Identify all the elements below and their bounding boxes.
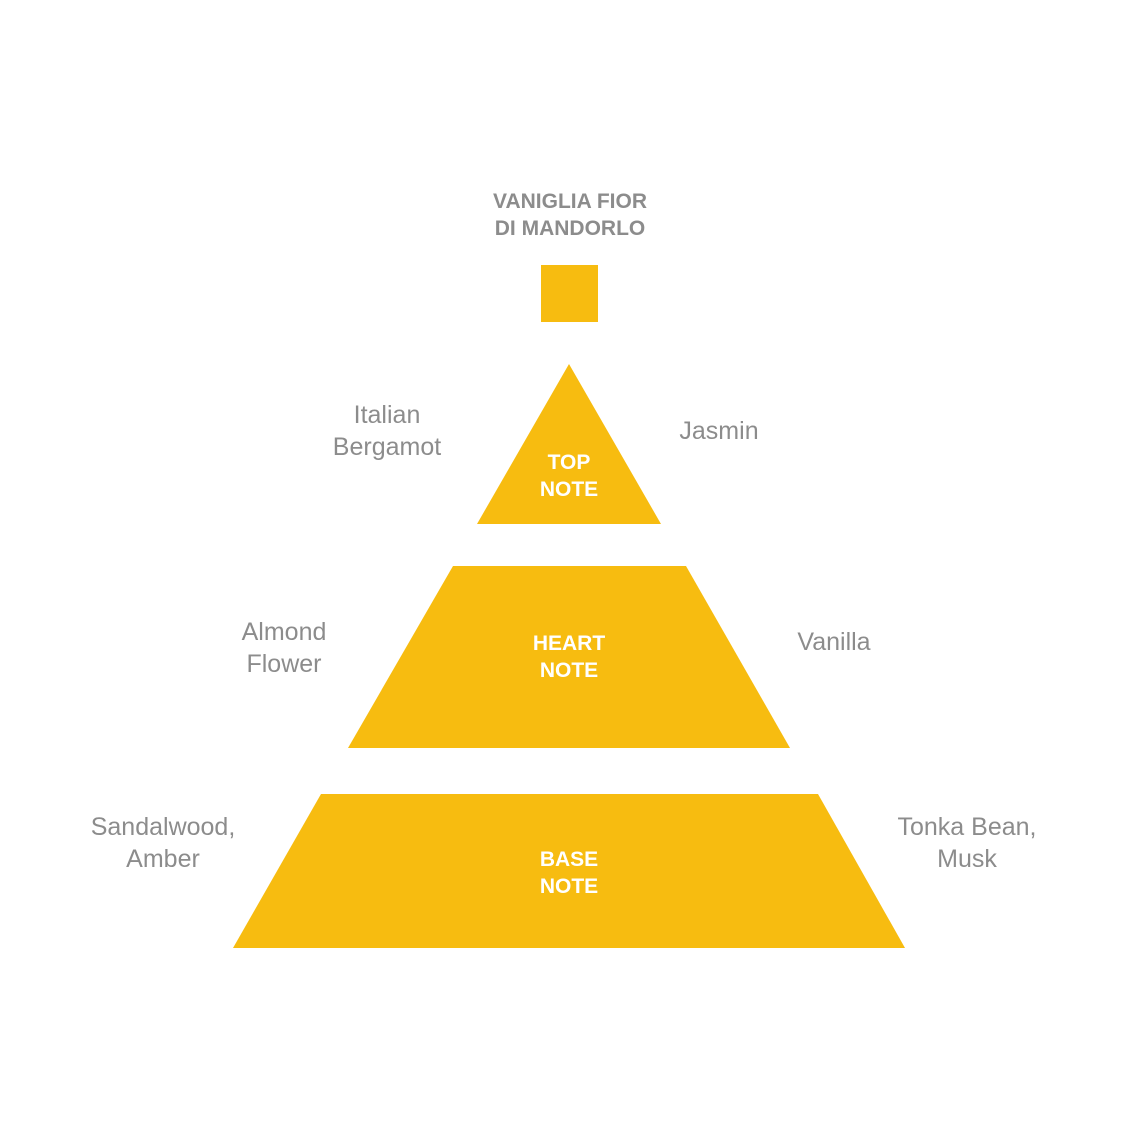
base-left-line-1: Sandalwood, xyxy=(90,813,236,841)
top-note-label-line-1: TOP xyxy=(547,451,591,474)
heart-note-trapezoid xyxy=(348,566,790,748)
heart-left-line-1: Almond xyxy=(241,618,327,646)
top-note-right-ingredient: Jasmin xyxy=(599,415,839,447)
base-right-line-2: Musk xyxy=(937,845,997,873)
top-note-left-ingredient: Italian Bergamot xyxy=(267,399,507,463)
base-note-left-ingredient: Sandalwood, Amber xyxy=(43,811,283,875)
heart-note-right-ingredient: Vanilla xyxy=(714,626,954,658)
top-right-line-1: Jasmin xyxy=(679,417,759,445)
top-note-label-line-2: NOTE xyxy=(539,478,599,501)
base-left-line-2: Amber xyxy=(126,845,200,873)
top-left-line-1: Italian xyxy=(353,401,421,429)
base-note-trapezoid xyxy=(233,794,905,948)
product-title-line-2: DI MANDORLO xyxy=(494,217,646,240)
product-title-line-1: VANIGLIA FIOR xyxy=(493,190,647,213)
base-note-label-line-2: NOTE xyxy=(539,875,599,898)
base-note-label: BASE NOTE xyxy=(469,846,669,900)
heart-right-line-1: Vanilla xyxy=(797,628,871,656)
heart-note-left-ingredient: Almond Flower xyxy=(164,616,404,680)
heart-note-label-line-2: NOTE xyxy=(539,659,599,682)
base-right-line-1: Tonka Bean, xyxy=(897,813,1037,841)
heart-note-label-line-1: HEART xyxy=(532,632,606,655)
product-title: VANIGLIA FIOR DI MANDORLO xyxy=(420,188,720,242)
heart-left-line-2: Flower xyxy=(246,650,322,678)
base-note-right-ingredient: Tonka Bean, Musk xyxy=(847,811,1087,875)
top-note-triangle xyxy=(477,364,661,524)
top-note-label: TOP NOTE xyxy=(469,449,669,503)
top-left-line-2: Bergamot xyxy=(332,433,442,461)
heart-note-label: HEART NOTE xyxy=(469,630,669,684)
color-swatch xyxy=(541,265,598,322)
base-note-label-line-1: BASE xyxy=(539,848,599,871)
